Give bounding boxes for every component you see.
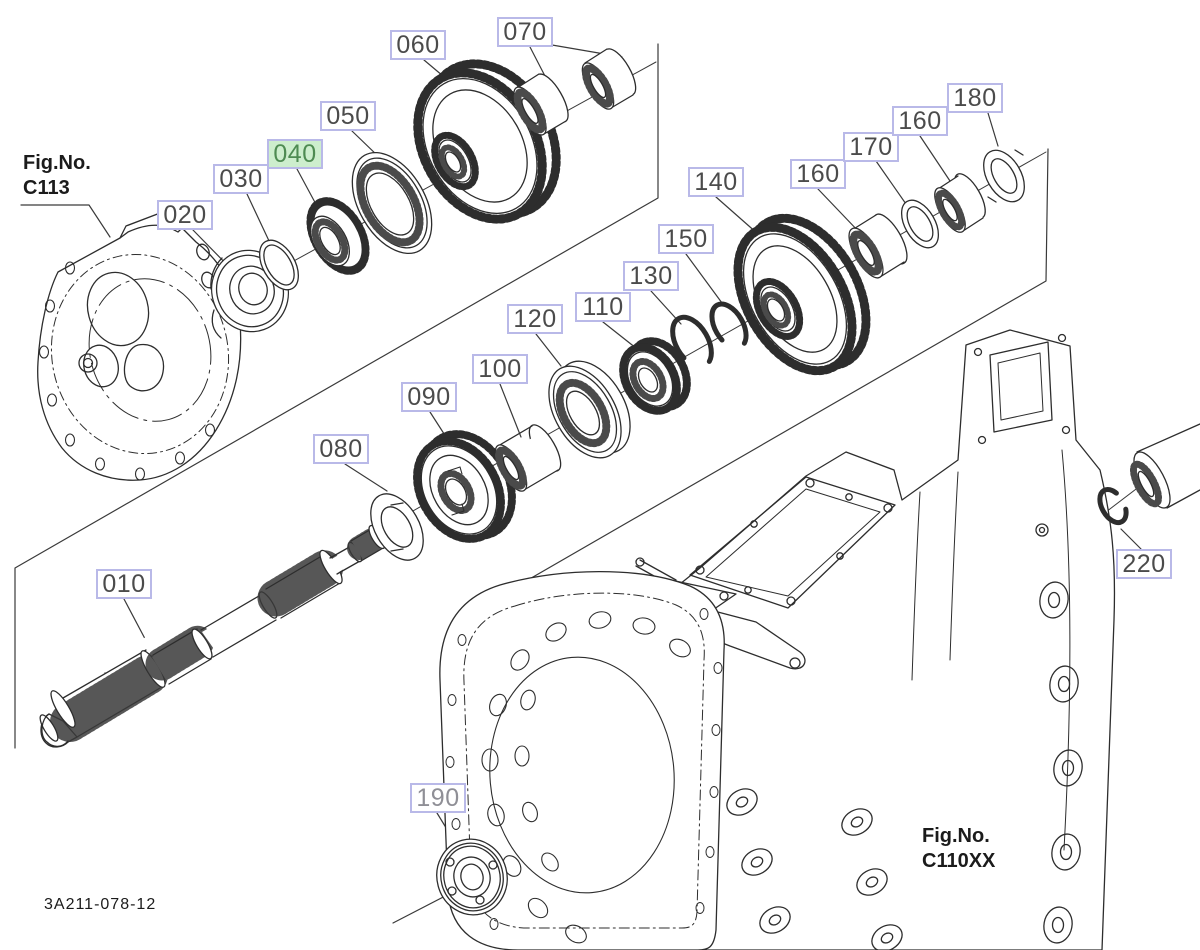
callout-180[interactable]: 180	[947, 83, 1003, 113]
callout-120[interactable]: 120	[507, 304, 563, 334]
part-gear-060	[413, 59, 561, 224]
callout-160-right[interactable]: 160	[892, 106, 948, 136]
callout-160-left[interactable]: 160	[790, 159, 846, 189]
part-synchro-hub-120	[548, 360, 631, 459]
figure-ref-c113-line1: Fig.No.	[23, 152, 91, 174]
callout-050[interactable]: 050	[320, 101, 376, 131]
part-needle-sleeve-100	[494, 424, 562, 492]
callout-100[interactable]: 100	[472, 354, 528, 384]
part-needle-bearing-160-left	[848, 213, 908, 279]
callout-040-highlighted[interactable]: 040	[267, 139, 323, 169]
part-shaft-010	[39, 520, 386, 748]
figure-ref-c110xx-line1: Fig.No.	[922, 825, 990, 847]
figure-ref-c113: Fig.No. C113	[23, 151, 91, 201]
callout-070[interactable]: 070	[497, 17, 553, 47]
part-ball-bearing-190	[436, 838, 508, 916]
figure-ref-c110xx-line2: C110XX	[922, 850, 996, 872]
callout-140[interactable]: 140	[688, 167, 744, 197]
callout-130[interactable]: 130	[623, 261, 679, 291]
part-synchro-ring-050	[351, 151, 433, 255]
callout-170[interactable]: 170	[843, 132, 899, 162]
part-collar-180	[983, 149, 1025, 203]
part-needle-bearing-160-right	[934, 173, 986, 233]
part-gear-140	[733, 213, 871, 376]
callout-030[interactable]: 030	[213, 164, 269, 194]
callout-010[interactable]: 010	[96, 569, 152, 599]
part-snap-ring-130	[670, 314, 714, 370]
part-gear-110	[619, 337, 691, 415]
figure-ref-c110xx: Fig.No. C110XX	[922, 824, 995, 874]
bell-housing-drawing	[37, 209, 242, 481]
callout-060[interactable]: 060	[390, 30, 446, 60]
callout-090[interactable]: 090	[401, 382, 457, 412]
callout-080[interactable]: 080	[313, 434, 369, 464]
callout-220[interactable]: 220	[1116, 549, 1172, 579]
drawing-number: 3A211-078-12	[44, 896, 157, 913]
figure-ref-c113-line2: C113	[23, 177, 70, 199]
part-coupling-040	[306, 197, 370, 275]
transmission-case-drawing	[439, 329, 1116, 950]
callout-190[interactable]: 190	[410, 783, 466, 813]
part-snap-ring-220	[1097, 486, 1129, 526]
callout-110[interactable]: 110	[575, 292, 631, 322]
part-washer-080	[370, 493, 424, 561]
part-tube-with-bearing	[1129, 423, 1200, 509]
part-snap-ring-150	[709, 301, 749, 351]
part-ring-030	[259, 239, 299, 291]
callout-020[interactable]: 020	[157, 200, 213, 230]
part-washer-170	[900, 199, 940, 249]
callout-150[interactable]: 150	[658, 224, 714, 254]
part-needle-bearings-070	[513, 48, 637, 136]
